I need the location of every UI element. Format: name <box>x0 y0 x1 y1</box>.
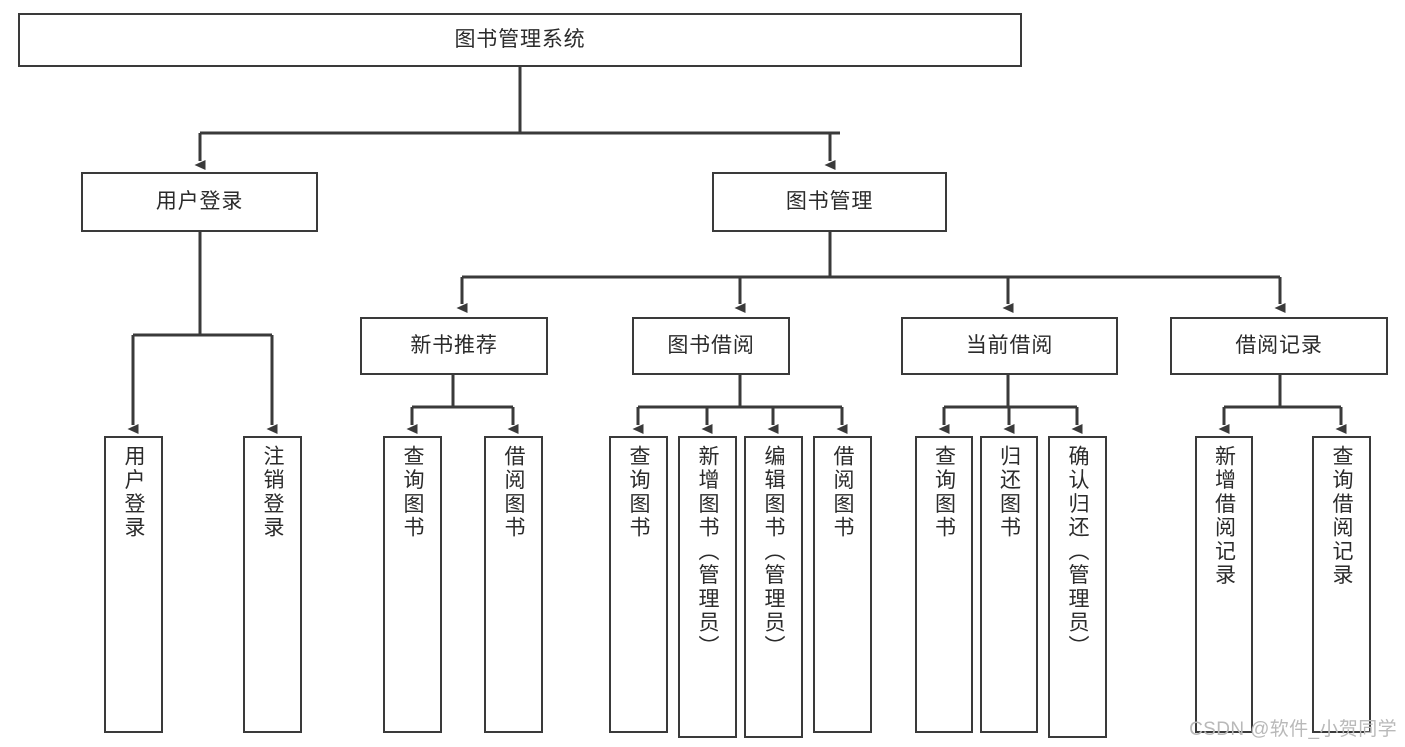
leaf-logout[interactable]: 注销登录 <box>243 436 302 733</box>
leaf-recommend-query-book-label: 查询图书 <box>401 445 424 540</box>
node-user-login[interactable]: 用户登录 <box>81 172 318 232</box>
leaf-borrow-query-book-label: 查询图书 <box>627 445 650 540</box>
node-borrow-record[interactable]: 借阅记录 <box>1170 317 1388 375</box>
leaf-record-query-record[interactable]: 查询借阅记录 <box>1312 436 1371 733</box>
leaf-current-query-book-label: 查询图书 <box>932 445 956 540</box>
node-book-management-label: 图书管理 <box>785 189 874 213</box>
leaf-borrow-edit-book-admin-label: 编辑图书（管理员） <box>762 445 785 659</box>
leaf-current-return-book[interactable]: 归还图书 <box>980 436 1038 733</box>
leaf-record-query-record-label: 查询借阅记录 <box>1330 445 1353 588</box>
leaf-borrow-edit-book-admin[interactable]: 编辑图书（管理员） <box>744 436 803 738</box>
node-current-borrow-label: 当前借阅 <box>965 333 1054 357</box>
node-book-management[interactable]: 图书管理 <box>712 172 947 232</box>
leaf-record-add-record[interactable]: 新增借阅记录 <box>1195 436 1253 733</box>
leaf-current-confirm-return-admin-label: 确认归还（管理员） <box>1066 445 1089 659</box>
node-root[interactable]: 图书管理系统 <box>18 13 1022 67</box>
leaf-borrow-borrow-book-label: 借阅图书 <box>831 445 854 540</box>
leaf-recommend-query-book[interactable]: 查询图书 <box>383 436 442 733</box>
leaf-recommend-borrow-book[interactable]: 借阅图书 <box>484 436 543 733</box>
leaf-borrow-add-book-admin[interactable]: 新增图书（管理员） <box>678 436 737 738</box>
node-user-login-label: 用户登录 <box>155 189 244 213</box>
node-current-borrow[interactable]: 当前借阅 <box>901 317 1118 375</box>
leaf-user-login-label: 用户登录 <box>122 445 145 540</box>
leaf-current-confirm-return-admin[interactable]: 确认归还（管理员） <box>1048 436 1107 738</box>
node-new-book-recommend-label: 新书推荐 <box>410 333 498 357</box>
leaf-borrow-add-book-admin-label: 新增图书（管理员） <box>696 445 719 659</box>
leaf-current-query-book[interactable]: 查询图书 <box>915 436 973 733</box>
watermark: CSDN @软件_小贺同学 <box>1189 719 1397 740</box>
node-new-book-recommend[interactable]: 新书推荐 <box>360 317 548 375</box>
leaf-borrow-query-book[interactable]: 查询图书 <box>609 436 668 733</box>
leaf-current-return-book-label: 归还图书 <box>997 445 1021 540</box>
leaf-user-login[interactable]: 用户登录 <box>104 436 163 733</box>
node-book-borrow[interactable]: 图书借阅 <box>632 317 790 375</box>
node-borrow-record-label: 借阅记录 <box>1235 333 1323 357</box>
leaf-borrow-borrow-book[interactable]: 借阅图书 <box>813 436 872 733</box>
node-root-label: 图书管理系统 <box>454 27 586 51</box>
leaf-recommend-borrow-book-label: 借阅图书 <box>502 445 525 540</box>
node-book-borrow-label: 图书借阅 <box>667 333 755 357</box>
leaf-logout-label: 注销登录 <box>261 445 284 540</box>
leaf-record-add-record-label: 新增借阅记录 <box>1212 445 1236 588</box>
